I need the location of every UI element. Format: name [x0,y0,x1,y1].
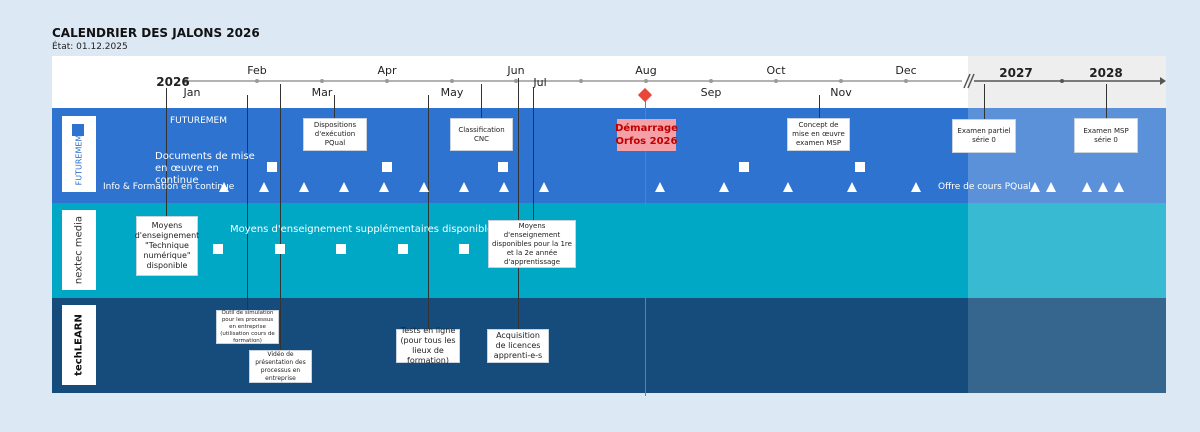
techlearn-logo-text: techLEARN [73,314,85,376]
connector-line [428,95,429,329]
connector-line [247,95,248,310]
connector-line [518,78,519,329]
connector-line [334,95,335,119]
month-label-feb: Feb [247,64,267,77]
month-label-may: May [440,86,464,99]
box-concept-msp: Concept de mise en œuvre examen MSP [787,118,850,151]
square-marker [398,244,408,254]
month-label-jun: Jun [507,64,525,77]
futuremem-logo-text: FUTUREMEM [74,134,84,186]
box-moyens-1re-2e-annee: Moyens d'enseignement disponibles pour l… [488,220,576,268]
triangle-marker [1082,182,1092,192]
lane-nextec [52,203,1166,298]
box-video-presentation: Vidéo de présentation des processus en e… [249,350,312,383]
triangle-marker [459,182,469,192]
triangle-marker [1114,182,1124,192]
month-label-sep: Sep [700,86,722,99]
info-formation-label: Info & Formation en continue [103,182,235,192]
month-label-jan: Jan [183,86,201,99]
triangle-marker [339,182,349,192]
box-tests-en-ligne: Tests en ligne (pour tous les lieux de f… [396,326,460,365]
futuremem-logo-mark-icon [72,124,84,136]
milestone-orfos-label: Démarrage Orfos 2026 [615,119,678,151]
moyens-supplementaires-label: Moyens d'enseignement supplémentaires di… [230,224,499,235]
square-marker [459,244,469,254]
techlearn-logo: techLEARN [62,305,96,385]
square-marker [382,162,392,172]
box-examen-msp: Examen MSP série 0 [1074,118,1138,153]
triangle-marker [911,182,921,192]
docs-continuous-label: Documents de mise en œuvre en continue [155,151,255,186]
connector-line [280,84,281,350]
offre-cours-label: Offre de cours PQual [938,182,1031,192]
year-label-2026: 2026 [156,75,190,89]
triangle-marker [1098,182,1108,192]
triangle-marker [655,182,665,192]
future-years-header [968,56,1166,108]
nextec-logo: nextec media [62,210,96,290]
triangle-marker [719,182,729,192]
connector-line [819,95,820,118]
box-dispositions-pqual: Dispositions d'exécution PQual [303,118,367,151]
month-label-nov: Nov [830,86,852,99]
future-shade-nextec [968,203,1166,298]
triangle-marker [1046,182,1056,192]
connector-line [533,88,534,220]
triangle-marker [379,182,389,192]
box-classification-cnc: Classification CNC [450,118,513,151]
connector-line [1106,84,1107,118]
square-marker [855,162,865,172]
square-marker [275,244,285,254]
triangle-marker [219,182,229,192]
future-shade-techlearn [968,298,1166,393]
box-outil-simulation: Outil de simulation pour les processus e… [216,310,279,344]
month-label-apr: Apr [377,64,397,77]
connector-line [984,84,985,119]
futuremem-logo: FUTUREMEM [62,116,96,192]
square-marker [739,162,749,172]
year-label-2028: 2028 [1089,66,1123,80]
connector-line [481,84,482,118]
month-label-mar: Mar [311,86,333,99]
page-title: CALENDRIER DES JALONS 2026 [52,26,260,40]
triangle-marker [499,182,509,192]
month-label-oct: Oct [766,64,786,77]
milestone-line [645,96,646,396]
triangle-marker [259,182,269,192]
square-marker [498,162,508,172]
month-label-aug: Aug [635,64,657,77]
nextec-logo-text: nextec media [73,215,85,285]
month-label-dec: Dec [895,64,917,77]
box-examen-partiel: Examen partiel série 0 [952,119,1016,153]
triangle-marker [539,182,549,192]
triangle-marker [299,182,309,192]
square-marker [213,244,223,254]
connector-line [166,88,167,216]
triangle-marker [847,182,857,192]
triangle-marker [783,182,793,192]
box-acquisition-licences: Acquisition de licences apprenti-e-s [487,329,549,363]
futuremem-lane-label: FUTUREMEM [170,116,228,126]
month-label-jul: Jul [533,76,547,89]
triangle-marker [1030,182,1040,192]
triangle-marker [419,182,429,192]
box-moyens-technique-numerique: Moyens d'enseignement "Technique numériq… [135,216,199,276]
square-marker [267,162,277,172]
square-marker [336,244,346,254]
status-date: État: 01.12.2025 [52,42,128,52]
year-label-2027: 2027 [999,66,1033,80]
